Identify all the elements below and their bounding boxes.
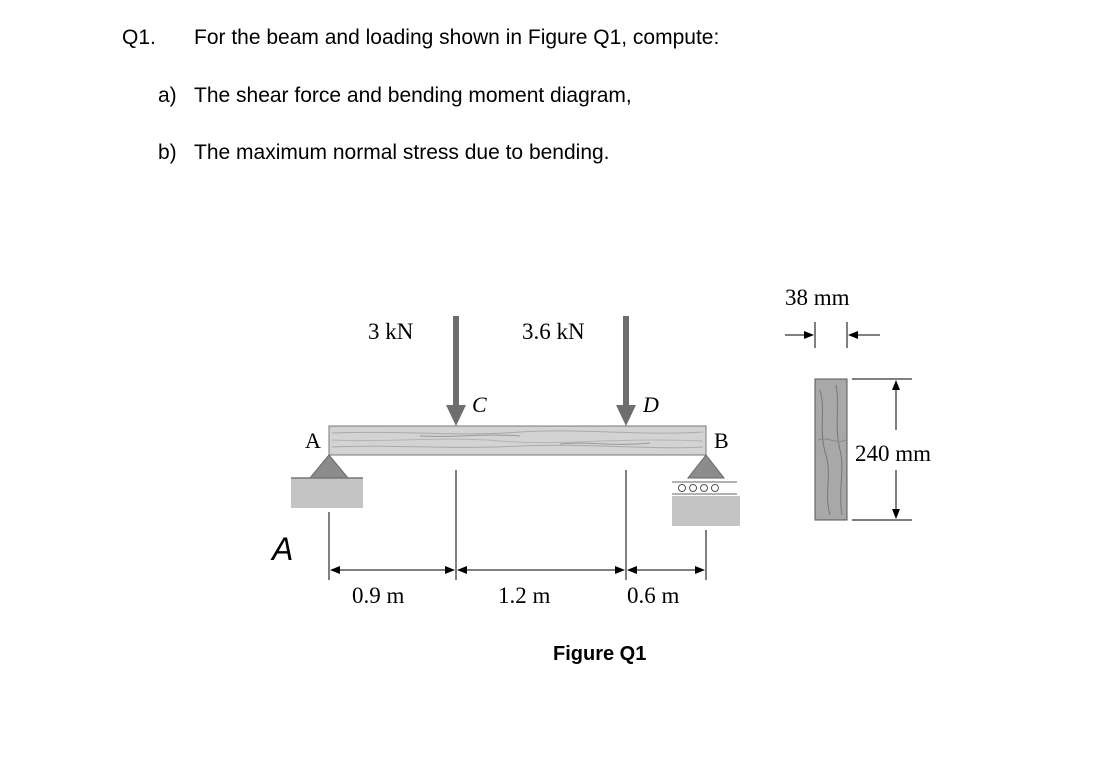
section-height-dimension bbox=[852, 378, 912, 521]
question-number: Q1. bbox=[122, 26, 156, 49]
load-arrow-c bbox=[446, 316, 466, 426]
question-prompt: For the beam and loading shown in Figure… bbox=[194, 26, 720, 49]
dimension-lines bbox=[328, 470, 707, 580]
section-width-label: 38 mm bbox=[785, 285, 850, 310]
point-label-c: C bbox=[472, 392, 487, 417]
load-arrow-d bbox=[616, 316, 636, 426]
load-label-d: 3.6 kN bbox=[522, 319, 585, 344]
span-label-ac: 0.9 m bbox=[352, 583, 405, 608]
point-label-d: D bbox=[642, 392, 659, 417]
section-height-label: 240 mm bbox=[855, 441, 931, 466]
part-a-text: The shear force and bending moment diagr… bbox=[194, 84, 632, 107]
pin-support-a bbox=[291, 454, 363, 508]
cross-section bbox=[814, 378, 848, 521]
figure-caption: Figure Q1 bbox=[553, 643, 646, 665]
load-label-c: 3 kN bbox=[368, 319, 414, 344]
roller-support-b bbox=[672, 454, 740, 526]
part-a-letter: a) bbox=[158, 84, 177, 107]
beam bbox=[328, 425, 707, 456]
part-b-letter: b) bbox=[158, 141, 177, 164]
span-label-cd: 1.2 m bbox=[498, 583, 551, 608]
section-width-dimension bbox=[785, 322, 880, 348]
span-label-db: 0.6 m bbox=[627, 583, 680, 608]
part-b-text: The maximum normal stress due to bending… bbox=[194, 141, 610, 164]
point-label-b: B bbox=[714, 428, 729, 453]
point-label-a: A bbox=[305, 428, 321, 453]
handwritten-mark: A bbox=[270, 531, 293, 567]
